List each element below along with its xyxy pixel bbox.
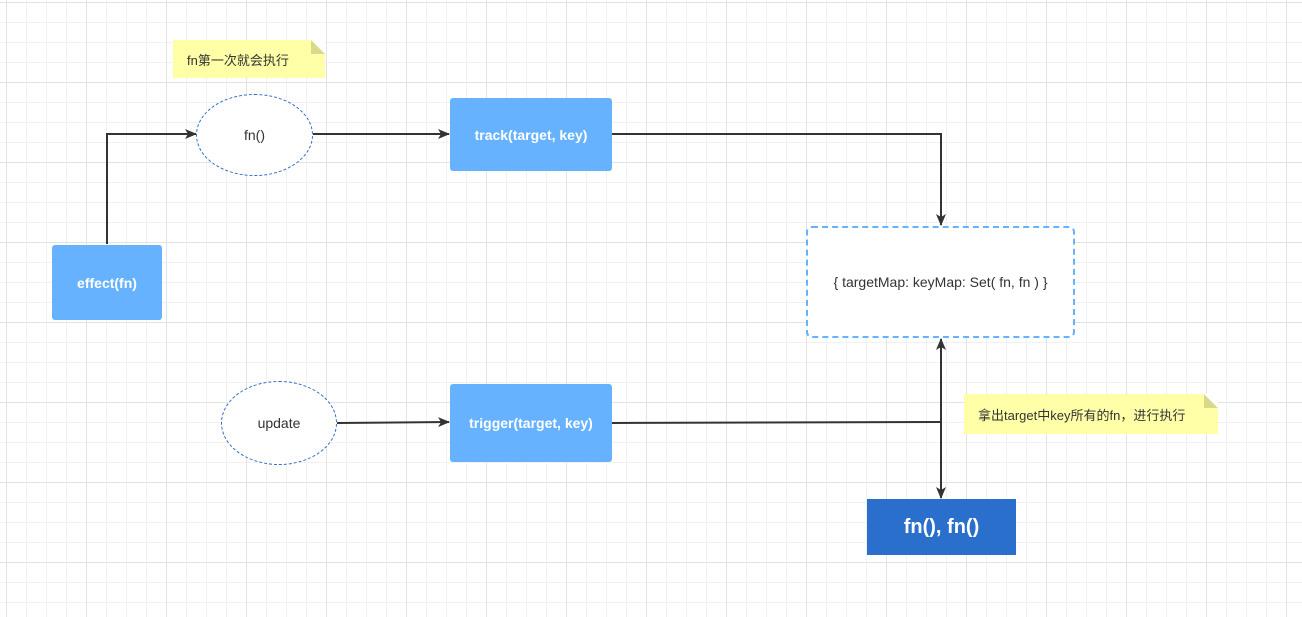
fn-call-node[interactable]: fn() [196, 94, 313, 176]
note-fetch-run-text: 拿出target中key所有的fn，进行执行 [978, 407, 1186, 423]
effect-node-label: effect(fn) [77, 274, 137, 291]
update-node-label: update [257, 415, 301, 431]
fn-call-node-label: fn() [244, 127, 265, 143]
note-fetch-run[interactable]: 拿出target中key所有的fn，进行执行 [964, 394, 1218, 434]
target-map-node[interactable]: { targetMap: keyMap: Set( fn, fn ) } [806, 226, 1075, 338]
note-fold-icon [1204, 394, 1218, 408]
note-first-run-text: fn第一次就会执行 [187, 52, 289, 68]
trigger-node[interactable]: trigger(target, key) [450, 384, 612, 462]
update-node[interactable]: update [221, 381, 337, 465]
edge-trigger-to-junction [611, 421, 942, 424]
result-node-label: fn(), fn() [903, 515, 980, 538]
target-map-node-label: { targetMap: keyMap: Set( fn, fn ) } [833, 274, 1048, 290]
edge-track-to-targetmap [612, 133, 946, 226]
result-node[interactable]: fn(), fn() [867, 499, 1016, 555]
edge-effect-to-fn [106, 129, 197, 244]
edge-update-to-trigger [336, 417, 450, 428]
note-fold-icon [311, 40, 325, 54]
effect-node[interactable]: effect(fn) [52, 245, 162, 320]
trigger-node-label: trigger(target, key) [469, 415, 593, 431]
track-node[interactable]: track(target, key) [450, 98, 612, 171]
track-node-label: track(target, key) [474, 126, 588, 143]
note-first-run[interactable]: fn第一次就会执行 [173, 40, 325, 78]
